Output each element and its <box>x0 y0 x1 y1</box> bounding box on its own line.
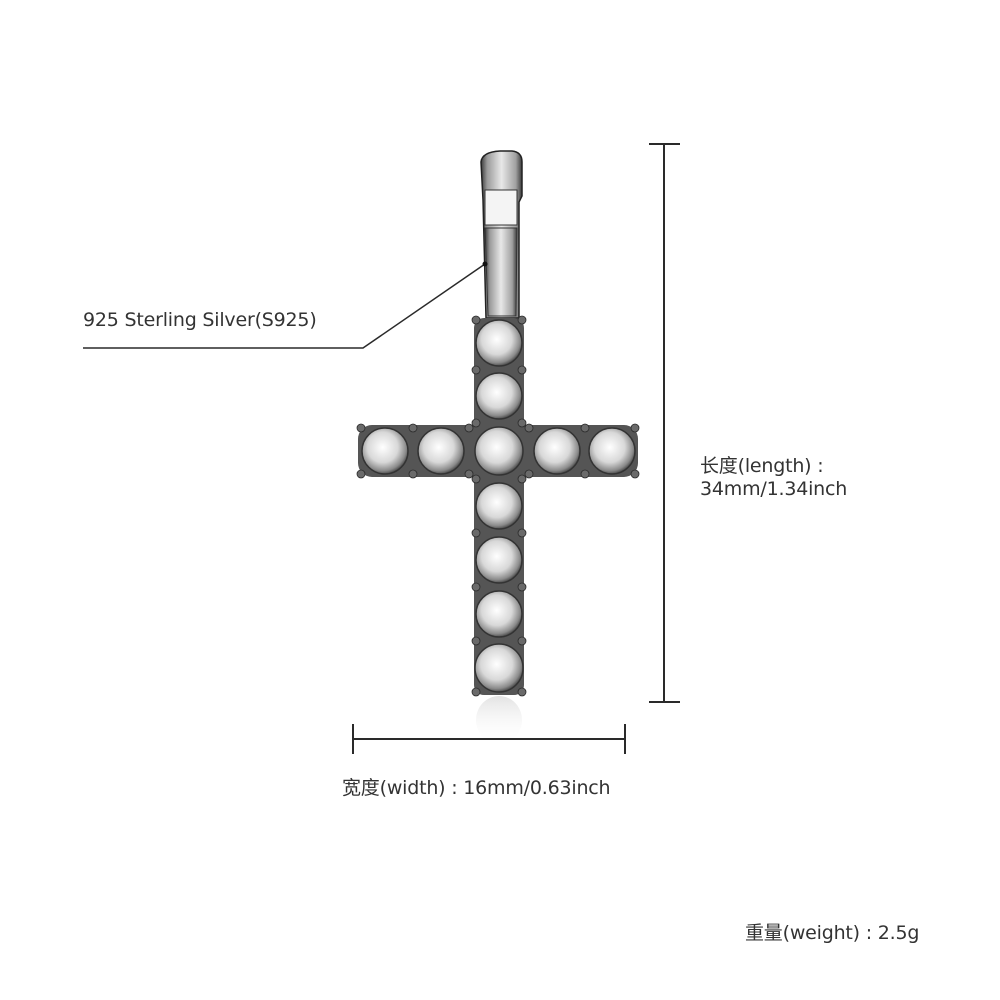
weight-label: 重量(weight) : 2.5g <box>745 922 920 944</box>
bail <box>480 150 523 319</box>
stones-vertical <box>474 319 524 693</box>
material-label: 925 Sterling Silver(S925) <box>83 309 317 331</box>
length-dimension-line <box>649 143 680 703</box>
material-callout-line <box>83 263 486 349</box>
length-label: 长度(length) : <box>700 455 824 477</box>
width-label: 宽度(width) : 16mm/0.63inch <box>342 777 611 799</box>
width-dimension-line <box>352 724 626 754</box>
stones-horizontal <box>361 427 636 475</box>
length-value: 34mm/1.34inch <box>700 478 848 500</box>
